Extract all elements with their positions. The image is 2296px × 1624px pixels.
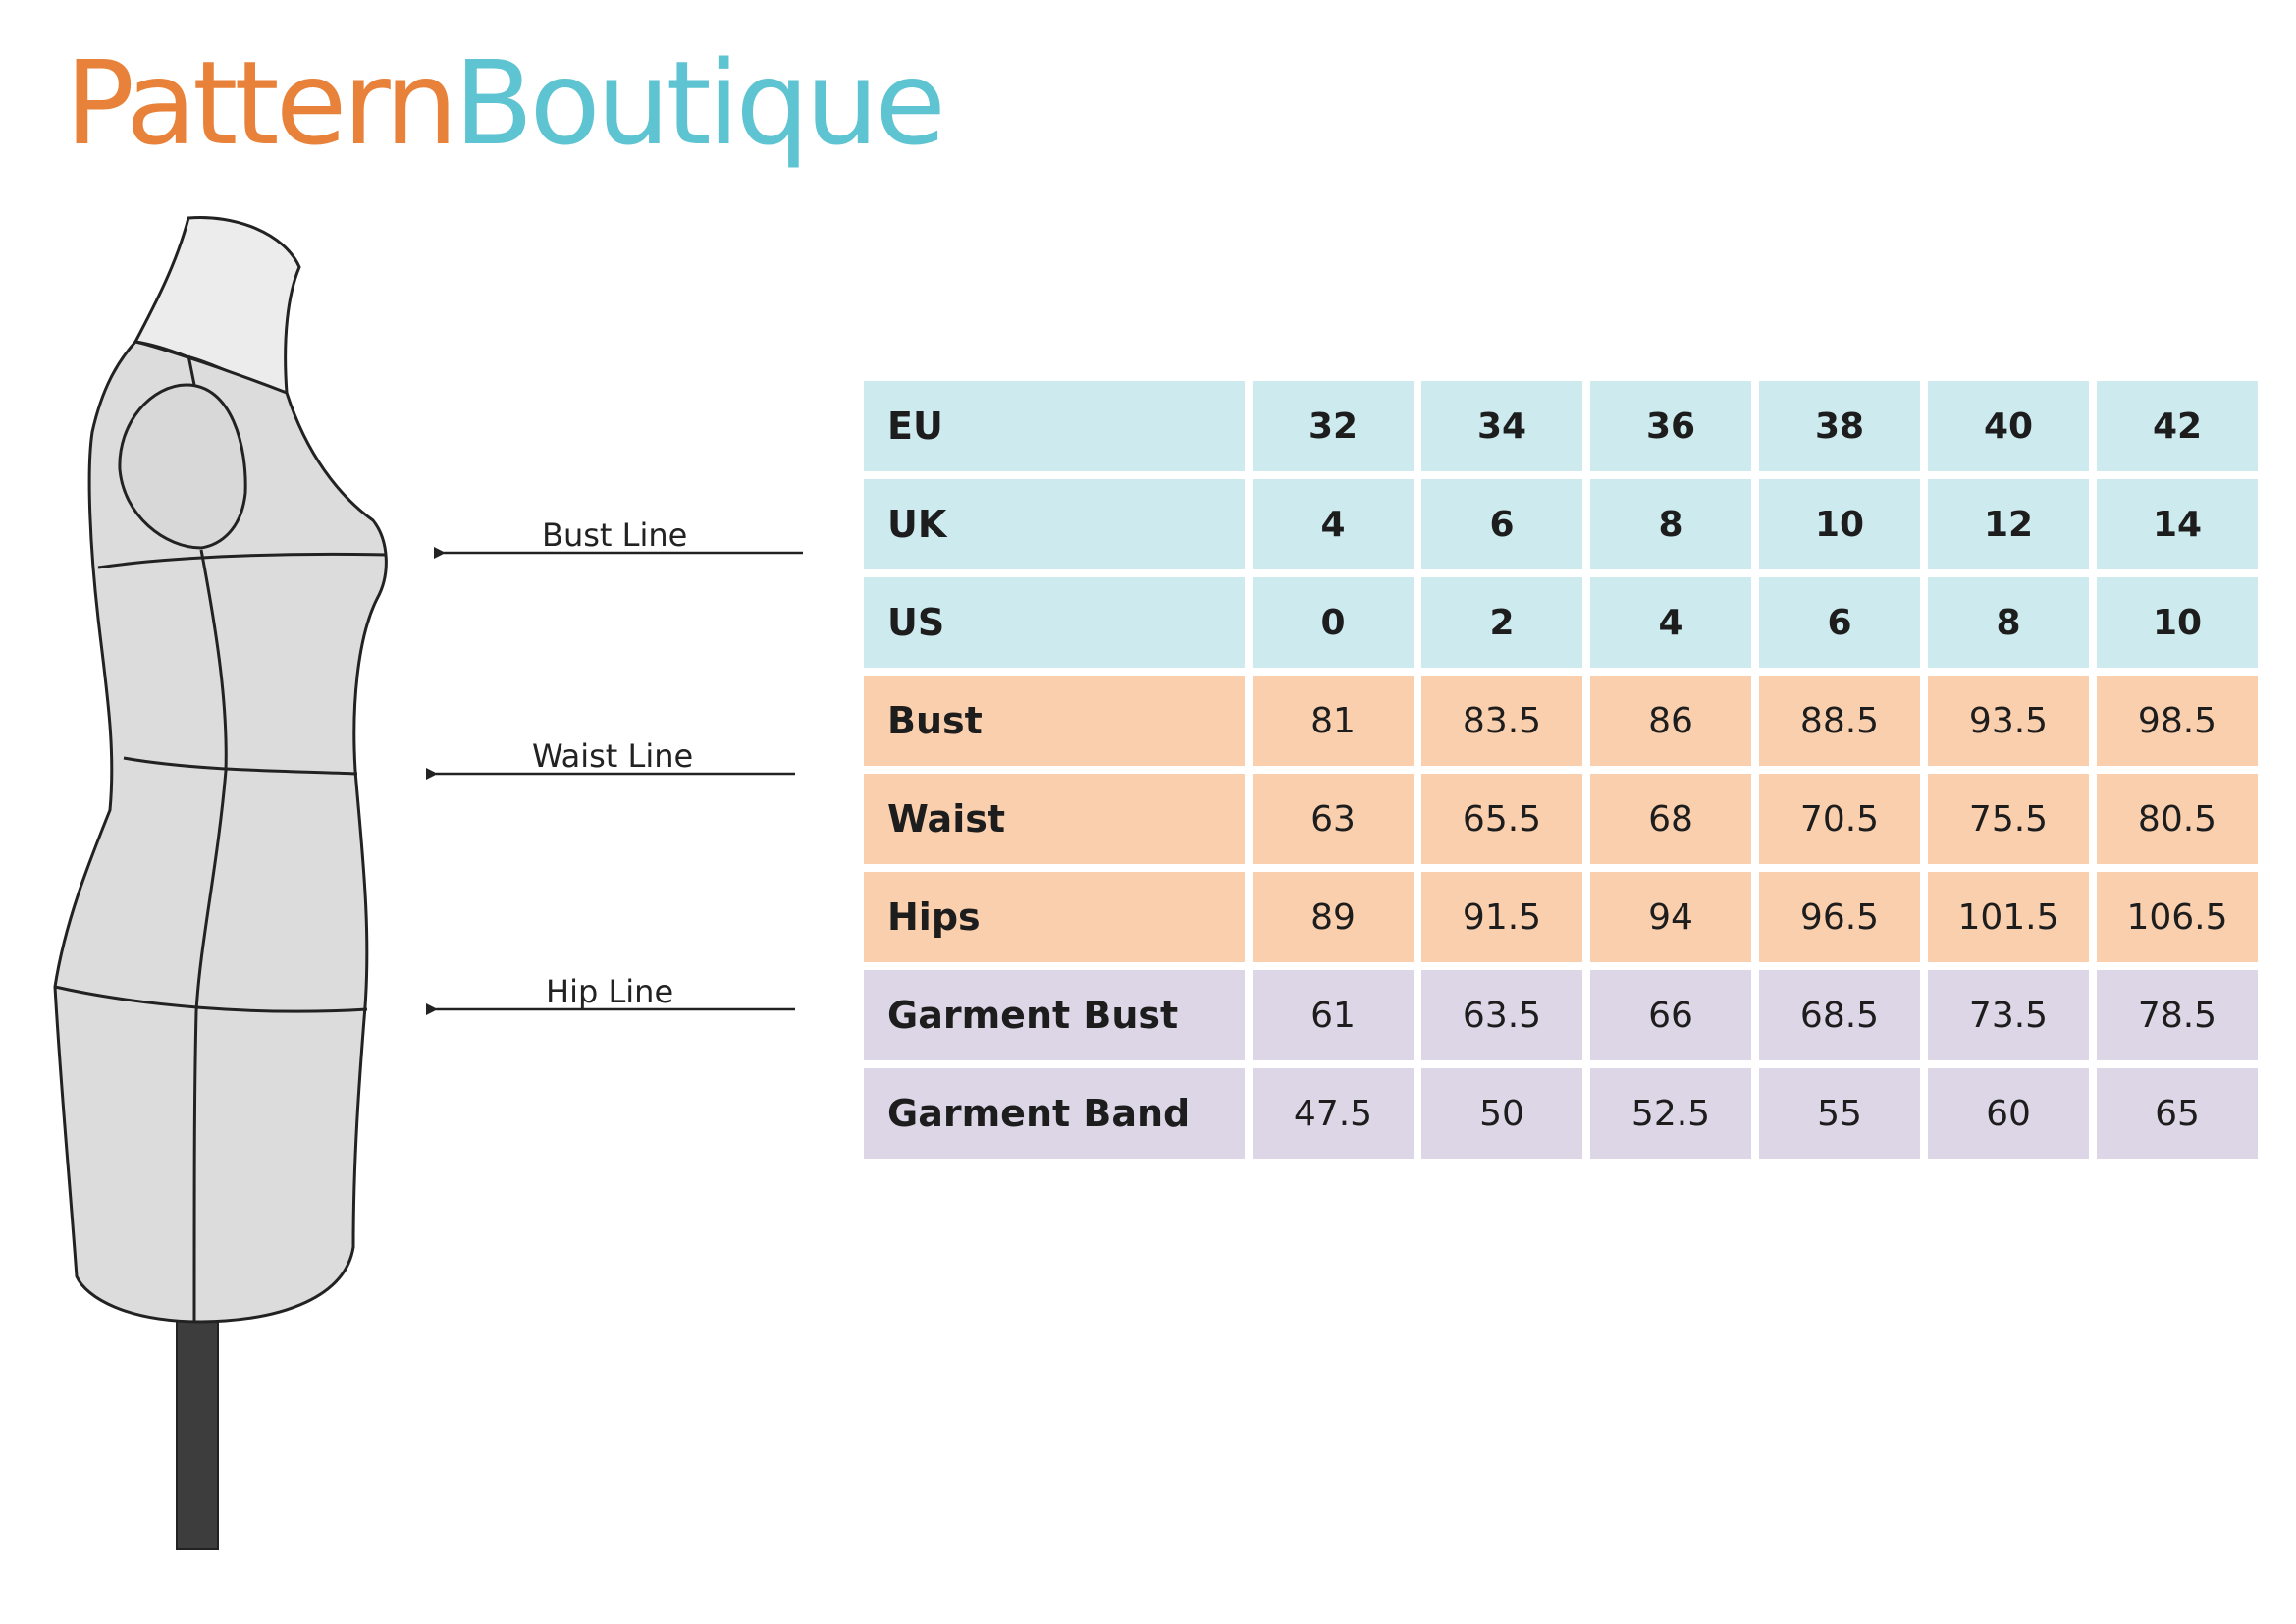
table-cell: 34 bbox=[1421, 381, 1582, 471]
table-cell: 47.5 bbox=[1253, 1068, 1414, 1159]
table-cell: 68 bbox=[1590, 774, 1751, 864]
dress-form-stand bbox=[176, 1315, 219, 1550]
table-cell: 73.5 bbox=[1928, 970, 2089, 1060]
table-cell: 6 bbox=[1759, 577, 1920, 668]
table-cell: 93.5 bbox=[1928, 676, 2089, 766]
brand-logo-pattern: Pattern bbox=[65, 35, 458, 171]
table-cell: 81 bbox=[1253, 676, 1414, 766]
row-label: Garment Bust bbox=[864, 970, 1245, 1060]
table-cell: 65 bbox=[2097, 1068, 2258, 1159]
table-cell: 38 bbox=[1759, 381, 1920, 471]
table-cell: 86 bbox=[1590, 676, 1751, 766]
table-cell: 4 bbox=[1253, 479, 1414, 569]
table-cell: 50 bbox=[1421, 1068, 1582, 1159]
table-cell: 14 bbox=[2097, 479, 2258, 569]
table-cell: 89 bbox=[1253, 872, 1414, 962]
table-cell: 42 bbox=[2097, 381, 2258, 471]
dress-form-seams bbox=[54, 354, 388, 1322]
table-cell: 8 bbox=[1928, 577, 2089, 668]
table-cell: 96.5 bbox=[1759, 872, 1920, 962]
table-cell: 4 bbox=[1590, 577, 1751, 668]
table-cell: 6 bbox=[1421, 479, 1582, 569]
row-label: EU bbox=[864, 381, 1245, 471]
table-cell: 40 bbox=[1928, 381, 2089, 471]
table-cell: 106.5 bbox=[2097, 872, 2258, 962]
table-cell: 32 bbox=[1253, 381, 1414, 471]
table-cell: 88.5 bbox=[1759, 676, 1920, 766]
table-cell: 10 bbox=[2097, 577, 2258, 668]
table-cell: 80.5 bbox=[2097, 774, 2258, 864]
hip-line-label: Hip Line bbox=[546, 973, 673, 1010]
table-cell: 2 bbox=[1421, 577, 1582, 668]
bust-line-indicator: Bust Line bbox=[434, 516, 803, 559]
table-cell: 55 bbox=[1759, 1068, 1920, 1159]
row-label: Bust bbox=[864, 676, 1245, 766]
row-label: Hips bbox=[864, 872, 1245, 962]
bust-line-label: Bust Line bbox=[542, 516, 687, 554]
table-cell: 8 bbox=[1590, 479, 1751, 569]
dress-form-armhole bbox=[118, 383, 247, 550]
table-cell: 98.5 bbox=[2097, 676, 2258, 766]
waist-line-label: Waist Line bbox=[532, 737, 693, 775]
waist-line-indicator: Waist Line bbox=[426, 737, 795, 780]
brand-logo: PatternBoutique bbox=[65, 45, 946, 161]
row-label: Garment Band bbox=[864, 1068, 1245, 1159]
brand-logo-boutique: Boutique bbox=[454, 35, 946, 171]
table-cell: 36 bbox=[1590, 381, 1751, 471]
row-label: Waist bbox=[864, 774, 1245, 864]
table-cell: 68.5 bbox=[1759, 970, 1920, 1060]
table-cell: 63 bbox=[1253, 774, 1414, 864]
table-cell: 10 bbox=[1759, 479, 1920, 569]
table-cell: 52.5 bbox=[1590, 1068, 1751, 1159]
hip-line-indicator: Hip Line bbox=[426, 973, 795, 1015]
table-cell: 66 bbox=[1590, 970, 1751, 1060]
table-cell: 83.5 bbox=[1421, 676, 1582, 766]
row-label: UK bbox=[864, 479, 1245, 569]
table-cell: 91.5 bbox=[1421, 872, 1582, 962]
table-cell: 12 bbox=[1928, 479, 2089, 569]
table-cell: 61 bbox=[1253, 970, 1414, 1060]
table-cell: 0 bbox=[1253, 577, 1414, 668]
table-cell: 75.5 bbox=[1928, 774, 2089, 864]
table-cell: 78.5 bbox=[2097, 970, 2258, 1060]
table-cell: 60 bbox=[1928, 1068, 2089, 1159]
table-cell: 65.5 bbox=[1421, 774, 1582, 864]
table-cell: 101.5 bbox=[1928, 872, 2089, 962]
table-cell: 94 bbox=[1590, 872, 1751, 962]
row-label: US bbox=[864, 577, 1245, 668]
table-cell: 70.5 bbox=[1759, 774, 1920, 864]
table-cell: 63.5 bbox=[1421, 970, 1582, 1060]
